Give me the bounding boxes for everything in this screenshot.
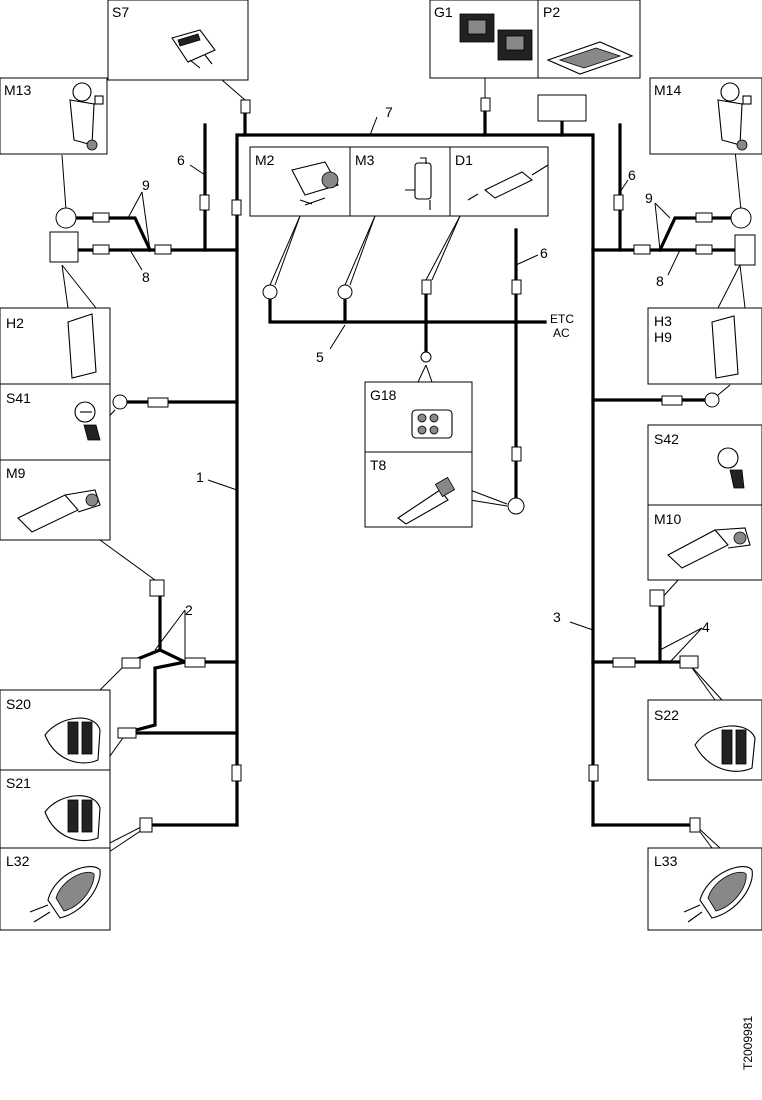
- label-p2: P2: [543, 4, 560, 20]
- component-g1-p2: G1 P2: [429, 0, 641, 79]
- callout-4: 4: [702, 619, 710, 635]
- lock-motor-icon: [667, 527, 751, 569]
- label-s22: S22: [654, 707, 679, 723]
- component-h3-h9: H3 H9: [647, 307, 762, 385]
- label-m2: M2: [255, 152, 275, 168]
- label-m9: M9: [6, 465, 26, 481]
- callout-6-left: 6: [177, 152, 185, 168]
- relay-block-icon: [459, 13, 533, 61]
- callout-7: 7: [385, 104, 393, 120]
- window-switch-icon: [44, 717, 101, 764]
- lamp-icon: [711, 315, 739, 379]
- lock-motor-icon: [17, 489, 101, 533]
- lock-switch-icon: [74, 401, 101, 441]
- label-g1: G1: [434, 4, 453, 20]
- label-t8: T8: [370, 457, 387, 473]
- lamp-icon: [67, 313, 97, 379]
- label-m10: M10: [654, 511, 681, 527]
- callout-6-center: 6: [540, 245, 548, 261]
- temperature-sensor-icon: [397, 476, 456, 525]
- label-h3: H3: [654, 313, 672, 329]
- harness-5-bus: [268, 293, 547, 324]
- connectors: [49, 94, 756, 833]
- callout-5: 5: [316, 349, 324, 365]
- callout-9-left: 9: [142, 177, 150, 193]
- component-m14: M14: [649, 77, 762, 155]
- label-s42: S42: [654, 431, 679, 447]
- figure-id: T2009981: [741, 1016, 755, 1070]
- label-s21: S21: [6, 775, 31, 791]
- component-s22: S22: [647, 699, 762, 781]
- component-s7: S7: [107, 0, 249, 81]
- harness-lines: [76, 98, 742, 827]
- callout-2: 2: [185, 602, 193, 618]
- label-s7: S7: [112, 4, 129, 20]
- callout-6-right: 6: [628, 167, 636, 183]
- label-g18: G18: [370, 387, 397, 403]
- window-switch-icon: [44, 795, 101, 842]
- fuse-board-icon: [546, 41, 634, 75]
- label-ac: AC: [553, 326, 570, 340]
- label-m13: M13: [4, 82, 31, 98]
- harness-7-top-trunk: [235, 133, 595, 827]
- label-s41: S41: [6, 390, 31, 406]
- sensor-block-icon: [411, 409, 453, 439]
- side-lamp-icon: [29, 865, 101, 923]
- harness-2-upper: [158, 596, 188, 665]
- label-l33: L33: [654, 853, 678, 869]
- callout-8-left: 8: [142, 269, 150, 285]
- mirror-motor-icon: [717, 82, 752, 151]
- mirror-motor-icon: [69, 82, 104, 151]
- harness-left-m13-upper: [76, 216, 153, 253]
- component-m10: M10: [647, 504, 762, 581]
- component-h2: H2: [0, 307, 111, 385]
- switch-icon: [171, 29, 216, 69]
- lock-switch-icon: [717, 447, 745, 489]
- component-l33: L33: [647, 847, 762, 931]
- label-m3: M3: [355, 152, 375, 168]
- harness-2-main: [123, 660, 239, 735]
- wiper-motor-icon: [291, 161, 339, 206]
- component-s41: S41: [0, 383, 111, 461]
- label-s20: S20: [6, 696, 31, 712]
- component-s20: S20: [0, 689, 111, 771]
- callout-8-right: 8: [656, 273, 664, 289]
- side-lamp-icon: [683, 865, 753, 923]
- label-l32: L32: [6, 853, 30, 869]
- component-m9: M9: [0, 459, 111, 541]
- label-h2: H2: [6, 315, 24, 331]
- component-m2-m3-d1: M2 M3 D1: [249, 146, 549, 217]
- label-m14: M14: [654, 82, 681, 98]
- washer-pump-icon: [405, 157, 432, 210]
- component-g18-t8: G18 T8: [364, 381, 473, 528]
- callout-numbers: 7 6 9 8 6 9 8 6 5 1 2 3 4 ETC AC T200998…: [142, 104, 755, 1070]
- harness-right-m14-upper: [657, 216, 742, 253]
- label-d1: D1: [455, 152, 473, 168]
- label-h9: H9: [654, 329, 672, 345]
- component-s21: S21: [0, 769, 111, 849]
- callout-9-right: 9: [645, 190, 653, 206]
- component-l32: L32: [0, 847, 111, 931]
- component-s42: S42: [647, 424, 762, 506]
- component-m13: M13: [0, 77, 108, 155]
- callout-1: 1: [196, 469, 204, 485]
- callout-3: 3: [553, 609, 561, 625]
- label-etc: ETC: [550, 312, 574, 326]
- control-unit-icon: [467, 164, 549, 201]
- window-switch-icon: [694, 725, 756, 772]
